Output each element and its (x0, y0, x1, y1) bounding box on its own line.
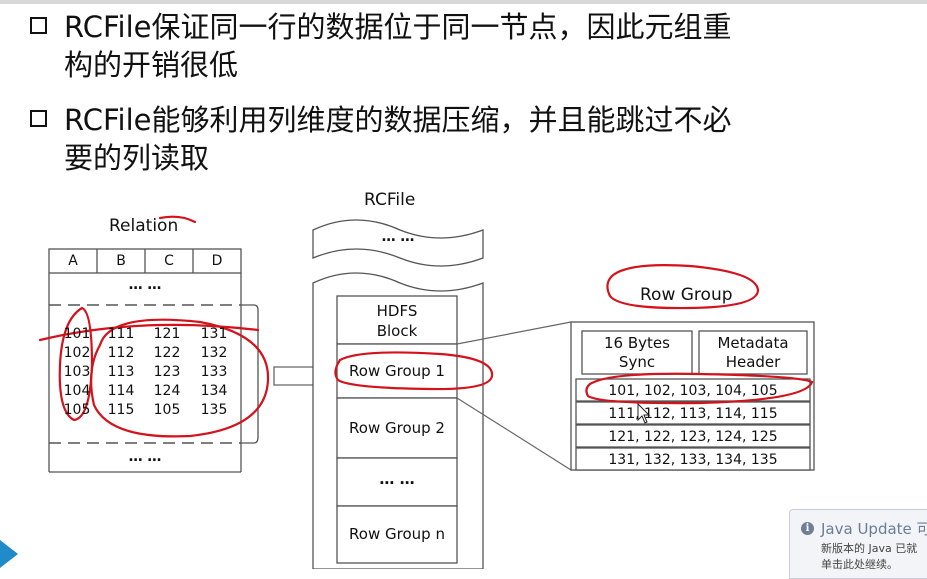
bullet-2-text: RCFile能够利用列维度的数据压缩，并且能跳过不必 要的列读取 (64, 101, 731, 177)
info-icon: i (801, 522, 814, 535)
data-row-box (575, 424, 811, 448)
annotation-rowgroup-title-loop (606, 264, 760, 310)
java-update-title: Java Update 可 (821, 520, 927, 538)
relation-cell: 123 (153, 364, 181, 380)
bullet-1-line-1: RCFile保证同一行的数据位于同一节点，因此元组重 (64, 10, 732, 44)
row-group-2-label: Row Group 2 (349, 419, 445, 437)
sync-line-2: Sync (618, 353, 656, 371)
relation-cell: 131 (200, 326, 228, 342)
rcfile-title: RCFile (364, 190, 416, 210)
relation-cell: 101 (63, 326, 91, 342)
relation-bracket (241, 304, 259, 444)
sync-box (581, 330, 693, 375)
relation-cell: 135 (200, 402, 228, 418)
relation-cell: 102 (63, 345, 91, 361)
relation-ellipsis-top: … … (128, 277, 162, 293)
top-strip (0, 0, 927, 4)
annotation-rowgroup1-loop (334, 351, 494, 391)
annotation-title-underline (158, 215, 197, 224)
relation-cell: 121 (153, 326, 181, 342)
relation-ellipsis-bottom: … … (128, 449, 162, 465)
hdfs-block-line-1: HDFS (376, 302, 418, 320)
bullet-1-text: RCFile保证同一行的数据位于同一节点，因此元组重 构的开销很低 (64, 8, 731, 84)
rcfile-ellipsis-top: … … (381, 229, 415, 245)
rcfile-top-segment (312, 219, 484, 267)
relation-cell: 113 (107, 364, 135, 380)
rcfile-column (312, 219, 484, 569)
bullet-2: RCFile能够利用列维度的数据压缩，并且能跳过不必 要的列读取 (30, 101, 731, 177)
java-update-notification[interactable]: i Java Update 可 新版本的 Java 已就 单击此处继续。 (789, 509, 927, 579)
annotation-column-loop (58, 306, 94, 422)
checkbox-bullet-icon (30, 110, 47, 127)
sync-line-1: 16 Bytes (604, 334, 670, 352)
hdfs-block-line-2: Block (376, 322, 418, 340)
row-group-n-label: Row Group n (349, 525, 445, 543)
checkbox-bullet-icon (30, 17, 47, 34)
metadata-line-2: Header (725, 353, 781, 371)
red-annotations (38, 215, 814, 438)
relation-cell: 124 (153, 383, 181, 399)
relation-cell: 132 (200, 345, 228, 361)
relation-col-header: A (68, 253, 78, 269)
data-row-box (575, 378, 811, 402)
mouse-cursor-icon (637, 402, 651, 424)
bullet-2-line-1: RCFile能够利用列维度的数据压缩，并且能跳过不必 (64, 103, 732, 137)
connector-top (456, 321, 572, 345)
relation-col-header: C (164, 253, 174, 269)
relation-cell: 112 (107, 345, 135, 361)
relation-cell: 105 (63, 402, 91, 418)
row-group-ellipsis-box (336, 457, 458, 507)
bullet-1: RCFile保证同一行的数据位于同一节点，因此元组重 构的开销很低 (30, 8, 731, 84)
row-group-ellipsis-label: … … (379, 470, 415, 488)
metadata-header-box (698, 330, 808, 375)
row-group-data-row: 101, 102, 103, 104, 105 (608, 383, 778, 399)
relation-table (48, 248, 259, 473)
relation-cell: 134 (200, 383, 228, 399)
relation-cell: 111 (107, 326, 135, 342)
metadata-line-1: Metadata (717, 334, 789, 352)
java-update-continue-link[interactable]: 单击此处继续。 (821, 558, 898, 571)
row-group-data-row: 111, 112, 113, 114, 115 (608, 406, 778, 422)
relation-cell: 115 (107, 402, 135, 418)
row-group-n-box (336, 505, 458, 564)
annotation-row101-loop (585, 372, 814, 405)
row-group-data-row: 131, 132, 133, 134, 135 (608, 452, 778, 468)
relation-cell: 114 (107, 383, 135, 399)
data-row-box (575, 447, 811, 471)
relation-col-header: D (211, 253, 223, 269)
connector-bottom (456, 397, 572, 471)
relation-cell: 104 (63, 383, 91, 399)
bullet-1-line-2: 构的开销很低 (64, 48, 239, 82)
relation-cell: 103 (63, 364, 91, 380)
relation-title: Relation (109, 216, 179, 236)
row-group-detail (570, 321, 815, 471)
relation-cell: 133 (200, 364, 228, 380)
row-group-1-label: Row Group 1 (349, 362, 445, 380)
java-update-message: 新版本的 Java 已就 (821, 542, 918, 555)
bullet-2-line-2: 要的列读取 (64, 141, 210, 175)
annotation-data-loop (89, 318, 270, 438)
slide-corner-accent (0, 540, 18, 568)
hdfs-block-box (336, 295, 458, 345)
relation-cell: 122 (153, 345, 181, 361)
row-group-data-row: 121, 122, 123, 124, 125 (608, 429, 778, 445)
relation-col-header: B (116, 253, 126, 269)
relation-cell: 105 (153, 402, 181, 418)
row-group-title: Row Group (640, 285, 733, 305)
row-group-2-box (336, 397, 458, 459)
